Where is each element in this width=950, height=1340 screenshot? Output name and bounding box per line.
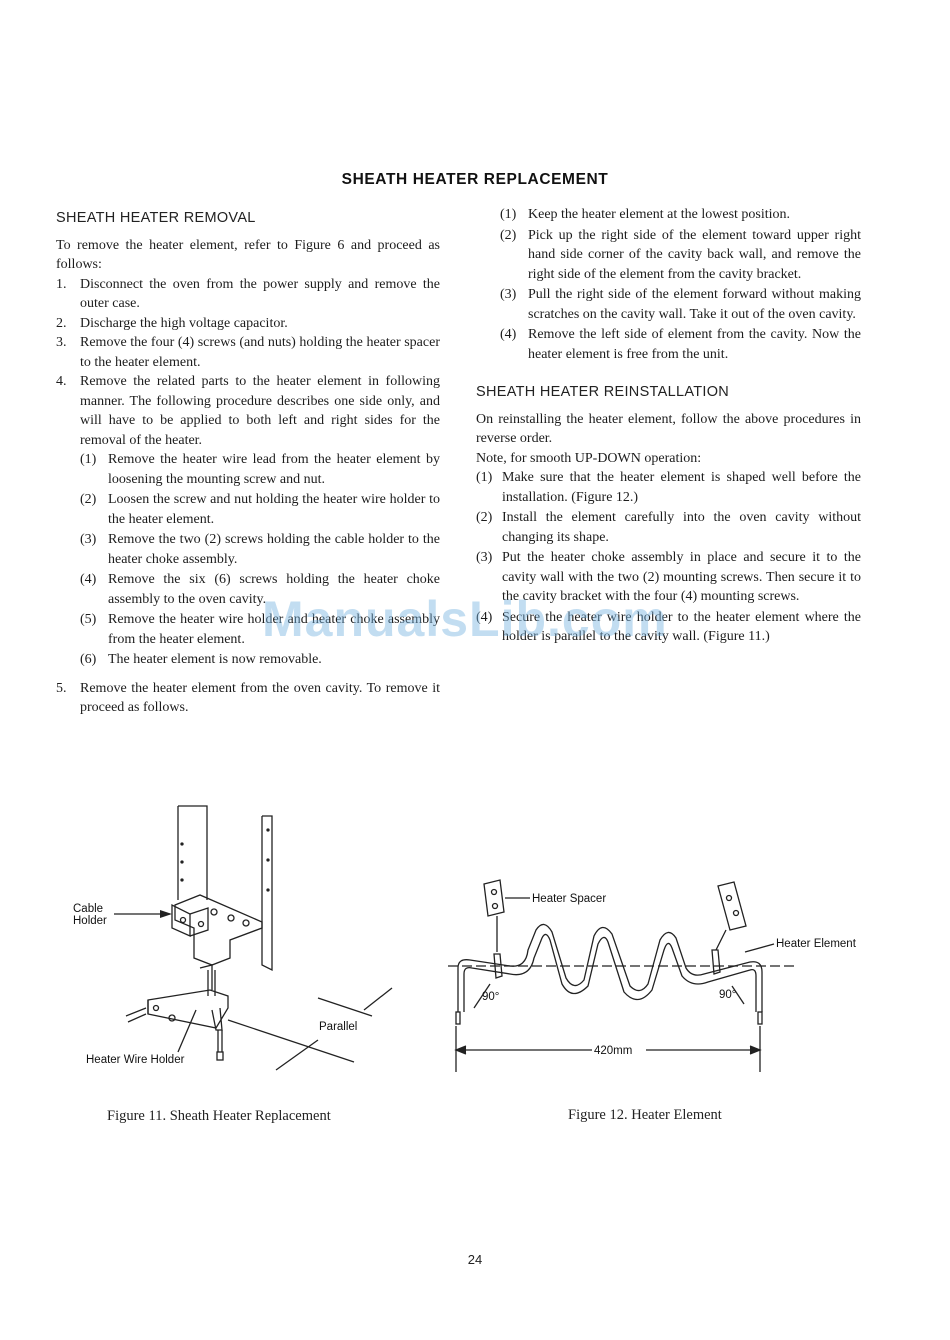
- label-cable-line1: Cable: [73, 903, 103, 915]
- label-heater-element: Heater Element: [776, 938, 857, 950]
- step-text: Put the heater choke assembly in place a…: [502, 550, 861, 604]
- removal-intro: To remove the heater element, refer to F…: [56, 237, 440, 273]
- step-text: Make sure that the heater element is sha…: [502, 470, 861, 505]
- figure-11-caption: Figure 11. Sheath Heater Replacement: [107, 1108, 331, 1124]
- step-number: 4.: [56, 374, 67, 389]
- page-title: SHEATH HEATER REPLACEMENT: [341, 171, 609, 188]
- step-number: (2): [476, 510, 493, 525]
- step-number: (4): [476, 609, 493, 625]
- removal-cont-step: (2) Pick up the right side of the elemen…: [500, 226, 861, 285]
- step-number: (3): [476, 550, 493, 565]
- substep-number: (2): [80, 492, 97, 507]
- substep-number: (3): [500, 287, 517, 302]
- removal-step: 4. Remove the related parts to the heate…: [56, 372, 440, 450]
- removal-heading: SHEATH HEATER REMOVAL: [56, 210, 256, 226]
- figure-12-drawing: [448, 879, 798, 1072]
- substep-number: (5): [80, 612, 97, 627]
- reinstall-heading: SHEATH HEATER REINSTALLATION: [476, 384, 730, 400]
- substep-text: Remove the left side of element from the…: [528, 327, 861, 362]
- removal-substep: (6) The heater element is now removable.: [80, 650, 440, 670]
- reinstall-intro: On reinstalling the heater element, foll…: [476, 411, 861, 447]
- substep-text: Remove the two (2) screws holding the ca…: [108, 532, 440, 567]
- removal-cont-step: (4) Remove the left side of element from…: [500, 325, 861, 364]
- step-number: 5.: [56, 680, 67, 696]
- substep-text: Remove the six (6) screws holding the he…: [108, 572, 440, 607]
- step-text: Remove the four (4) screws (and nuts) ho…: [80, 335, 440, 370]
- removal-step: 1. Disconnect the oven from the power su…: [56, 275, 440, 314]
- step-text: Secure the heater wire holder to the hea…: [502, 609, 861, 645]
- reinstall-note: Note, for smooth UP-DOWN operation:: [476, 450, 702, 466]
- reinstall-step: (1) Make sure that the heater element is…: [476, 468, 861, 507]
- step-text: Disconnect the oven from the power suppl…: [80, 276, 440, 312]
- removal-cont-step: (1) Keep the heater element at the lowes…: [500, 205, 861, 225]
- substep-text: Remove the heater wire lead from the hea…: [108, 452, 440, 487]
- substep-number: (4): [80, 572, 97, 587]
- removal-column: SHEATH HEATER REMOVAL To remove the heat…: [56, 209, 440, 718]
- substep-text: The heater element is now removable.: [108, 652, 322, 667]
- substep-number: (1): [80, 452, 97, 467]
- substep-text: Pull the right side of the element forwa…: [528, 287, 861, 322]
- removal-substeps: (1) Remove the heater wire lead from the…: [80, 450, 440, 670]
- removal-substep: (4) Remove the six (6) screws holding th…: [80, 570, 440, 609]
- step-text: Remove the related parts to the heater e…: [80, 374, 440, 448]
- label-angle-left: 90°: [482, 991, 499, 1003]
- removal-step: 2. Discharge the high voltage capacitor.: [56, 314, 440, 334]
- removal-cont-step: (3) Pull the right side of the element f…: [500, 285, 861, 324]
- substep-text: Keep the heater element at the lowest po…: [528, 207, 791, 222]
- substep-number: (3): [80, 532, 97, 547]
- reinstall-step: (2) Install the element carefully into t…: [476, 508, 861, 547]
- removal-step: 3. Remove the four (4) screws (and nuts)…: [56, 333, 440, 372]
- right-column: (1) Keep the heater element at the lowes…: [476, 205, 861, 648]
- step-number: (1): [476, 470, 493, 485]
- step-text: Discharge the high voltage capacitor.: [80, 315, 288, 331]
- substep-number: (6): [80, 652, 97, 667]
- substep-text: Remove the heater wire holder and heater…: [108, 612, 440, 647]
- step-text: Remove the heater element from the oven …: [80, 680, 440, 716]
- step-text: Install the element carefully into the o…: [502, 510, 861, 545]
- substep-text: Loosen the screw and nut holding the hea…: [108, 492, 440, 527]
- page-number: 24: [467, 1252, 483, 1267]
- removal-substep: (5) Remove the heater wire holder and he…: [80, 610, 440, 649]
- substep-number: (2): [500, 227, 517, 243]
- step-number: 2.: [56, 315, 67, 331]
- removal-substep: (2) Loosen the screw and nut holding the…: [80, 490, 440, 529]
- label-parallel: Parallel: [319, 1021, 357, 1033]
- label-cable-line2: Holder: [73, 915, 107, 927]
- label-heater-spacer: Heater Spacer: [532, 893, 606, 905]
- substep-number: (1): [500, 207, 517, 222]
- figure-11-drawing: [114, 805, 393, 1071]
- reinstall-step: (3) Put the heater choke assembly in pla…: [476, 548, 861, 607]
- step-number: 3.: [56, 335, 67, 350]
- figure-12-caption: Figure 12. Heater Element: [568, 1107, 722, 1123]
- reinstall-step: (4) Secure the heater wire holder to the…: [476, 608, 861, 647]
- label-dimension: 420mm: [594, 1045, 632, 1057]
- step-number: 1.: [56, 276, 67, 292]
- removal-step: 5. Remove the heater element from the ov…: [56, 679, 440, 718]
- substep-number: (4): [500, 327, 517, 342]
- substep-text: Pick up the right side of the element to…: [528, 227, 861, 282]
- label-heater-wire-holder: Heater Wire Holder: [86, 1054, 185, 1066]
- removal-substep: (3) Remove the two (2) screws holding th…: [80, 530, 440, 569]
- removal-substep: (1) Remove the heater wire lead from the…: [80, 450, 440, 489]
- label-angle-right: 90°: [719, 989, 736, 1001]
